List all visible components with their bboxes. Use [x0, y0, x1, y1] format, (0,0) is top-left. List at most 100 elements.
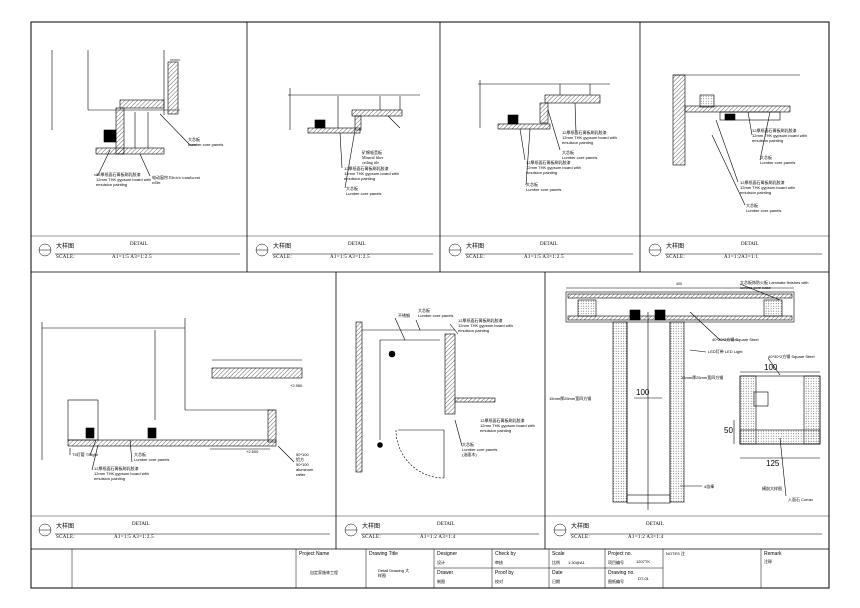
- d7-note-flat-2: 15mm厚25mm宽四方钢: [549, 396, 592, 401]
- caption-2-cn: 大样图: [273, 244, 292, 250]
- caption-1-scale-label: SCALE:: [56, 255, 76, 260]
- d1-note-lumber-cn: 大芯板: [188, 137, 200, 142]
- d1-note-gypsum-cn: 12厚纸面石膏板刷乳胶漆: [96, 172, 141, 177]
- caption-1-scale: A1=1:5 A3=1:2.5: [112, 255, 152, 260]
- d5-note-lumber-cn: 大芯板: [134, 452, 146, 457]
- d6-note-gypsum-en2: emulsion painting: [458, 328, 490, 333]
- caption-7-cn: 大样图: [571, 524, 590, 530]
- d6-note-steel: 不锈钢: [398, 313, 410, 318]
- caption-2-scale: A1=1:5 A3=1:2.5: [330, 255, 370, 260]
- d5-level-2: +2.600: [246, 449, 259, 454]
- caption-5-scale: A1=1:5 A3=1:2.5: [114, 535, 154, 540]
- tb-proof-by-value: 校对: [495, 579, 503, 584]
- caption-2-scale-label: SCALE:: [273, 255, 293, 260]
- caption-4-en: DETAIL: [741, 242, 759, 247]
- tb-date-label: Date: [552, 570, 563, 576]
- caption-5-en: DETAIL: [132, 522, 150, 527]
- tb-drawing-no-label: Drawing no.: [608, 570, 635, 576]
- caption-1-en: DETAIL: [130, 242, 148, 247]
- tb-drawing-no-value: DT-01: [638, 576, 649, 581]
- tb-project-name-value: 自定家施林工程: [310, 570, 338, 575]
- d4-note-lumber-cn: 大芯板: [760, 155, 772, 160]
- d2-note-mineral-cn: 矿棉吸音板: [362, 150, 382, 155]
- d1-note-lumber-en: Lumber core panels: [188, 142, 224, 147]
- d6-note-gypsum-en1: 12mm THK gypsum board with: [458, 323, 513, 328]
- d6-note-lumber2-en: Lumber core panels: [462, 447, 498, 452]
- caption-5-cn: 大样图: [56, 524, 75, 530]
- d3-note-lumber-cn: 大芯板: [562, 150, 574, 155]
- tb-project-no-label: Project no.: [608, 551, 632, 557]
- d7-dim-section-side: 50: [724, 426, 733, 435]
- d4-note-gypsum-en1: 12mm THK gypsum board with: [752, 133, 807, 138]
- tb-designer-label: Designer: [437, 551, 458, 557]
- tb-drawer-label: Drawer: [437, 570, 454, 576]
- d5-note-gypsum-en1: 12mm THK gypsum board with: [94, 471, 149, 476]
- d5-note-alu-4: aluminum: [296, 467, 314, 472]
- d4-note-lumber2-cn: 大芯板: [746, 203, 758, 208]
- tb-scale-label: Scale: [552, 551, 565, 557]
- d5-note-alu-2: 铝方: [296, 457, 304, 462]
- tb-check-by-label: Check by: [495, 551, 516, 557]
- d5-note-gypsum-en2: emulsion painting: [94, 476, 126, 481]
- d7-note-laminate-1: 大芯板饰防火板 Laminate finishes with: [740, 280, 809, 285]
- d6-note-lumber-en: Lumber core panels: [418, 313, 454, 318]
- caption-1-cn: 大样图: [56, 244, 75, 250]
- d3-note-lumber-en: Lumber core panels: [562, 155, 598, 160]
- tb-remark-label: Remark: [764, 551, 782, 557]
- d2-note-lumber-cn: 大芯板: [346, 186, 358, 191]
- d5-note-gypsum-cn: 12厚纸面石膏板刷乳胶漆: [94, 466, 139, 471]
- tb-drawer-value: 制图: [437, 579, 445, 584]
- d7-note-steel-1: 40*20*2方钢 Square Steel: [712, 337, 759, 342]
- d3-note-lumber2-cn: 大芯板: [526, 182, 538, 187]
- caption-3-en: DETAIL: [540, 242, 558, 247]
- d7-dim-section-top: 100: [764, 363, 778, 372]
- d3-note-gypsum2-en2: emulsion painting: [526, 170, 558, 175]
- caption-6-cn: 大样图: [362, 524, 381, 530]
- d6-note-gypsum-cn: 12厚纸面石膏板刷乳胶漆: [458, 318, 503, 323]
- caption-4-scale: A1=1:2A3=1:1: [724, 255, 759, 260]
- tb-project-no-value: 1207TK: [636, 559, 651, 564]
- d3-note-gypsum2-en1: 12mm THK gypsum board with: [526, 165, 581, 170]
- d6-note-gypsum2-cn: 12厚纸面石膏板刷乳胶漆: [480, 418, 525, 423]
- d4-note-gypsum-en2: emulsion painting: [752, 138, 784, 143]
- d3-note-gypsum2-cn: 12厚纸面石膏板刷乳胶漆: [526, 160, 571, 165]
- d2-note-gypsum-en1: 12mm THK gypsum board with: [344, 171, 399, 176]
- caption-5-scale-label: SCALE:: [56, 535, 76, 540]
- d7-note-section-title: 横剖大样图: [762, 486, 782, 491]
- d4-note-gypsum-cn: 12厚纸面石膏板刷乳胶漆: [752, 128, 797, 133]
- d7-note-bar: 4倍棒: [704, 484, 715, 489]
- d5-note-t5: T5灯管 T5light: [72, 452, 98, 457]
- tb-drawing-title-value: Detail Drawing 大样图: [378, 568, 410, 578]
- tb-designer-value: 设计: [437, 560, 445, 565]
- d6-note-gypsum2-en1: 12mm THK gypsum board with: [480, 423, 535, 428]
- d7-note-corian: 入面石 Corian: [788, 497, 813, 502]
- d7-note-steel-2: 40*30*2方钢 Square Steel: [768, 354, 815, 359]
- tb-remark-sub: 注释: [764, 559, 772, 564]
- d5-note-alu-1: 50*100: [296, 452, 309, 457]
- d3-note-gypsum-en1: 12mm THK gypsum board with: [562, 135, 617, 140]
- caption-3-scale-label: SCALE:: [466, 255, 486, 260]
- d5-note-alu-3: 50*100: [296, 462, 309, 467]
- d3-note-lumber2-en: Lumber core panels: [526, 187, 562, 192]
- d4-note-lumber2-en: Lumber core panels: [746, 208, 782, 213]
- d3-note-gypsum-en2: emulsion painting: [562, 140, 594, 145]
- tb-drawing-no-sub: 图纸编号: [608, 579, 624, 584]
- d5-note-alu-5: rafter: [296, 472, 306, 477]
- d2-note-gypsum-en2: emulsion painting: [344, 176, 376, 181]
- d2-note-mineral-en1: Mineral fiber: [362, 155, 384, 160]
- d5-level-1: +2.950: [290, 383, 303, 388]
- caption-2-en: DETAIL: [348, 242, 366, 247]
- caption-7-scale-label: SCALE:: [571, 535, 591, 540]
- tb-drawing-title-label: Drawing Title: [369, 551, 398, 557]
- d2-note-lumber-en: Lumber core panels: [346, 191, 382, 196]
- d3-note-gypsum-cn: 12厚纸面石膏板刷乳胶漆: [562, 130, 607, 135]
- d4-note-lumber-en: Lumber core panels: [760, 160, 796, 165]
- d4-note-gypsum2-cn: 12厚纸面石膏板刷乳胶漆: [740, 180, 785, 185]
- d4-note-gypsum2-en2: emulsion painting: [740, 190, 772, 195]
- d6-note-lumber2-cn: 大芯板: [462, 442, 474, 447]
- tb-scale-value: 1:30@A1: [568, 560, 585, 565]
- d2-note-mineral-en2: ceiling tile: [362, 160, 379, 165]
- caption-3-scale: A1=1:5 A3=1:2.5: [524, 255, 564, 260]
- d1-note-gypsum-en2: emulsion painting: [96, 182, 128, 187]
